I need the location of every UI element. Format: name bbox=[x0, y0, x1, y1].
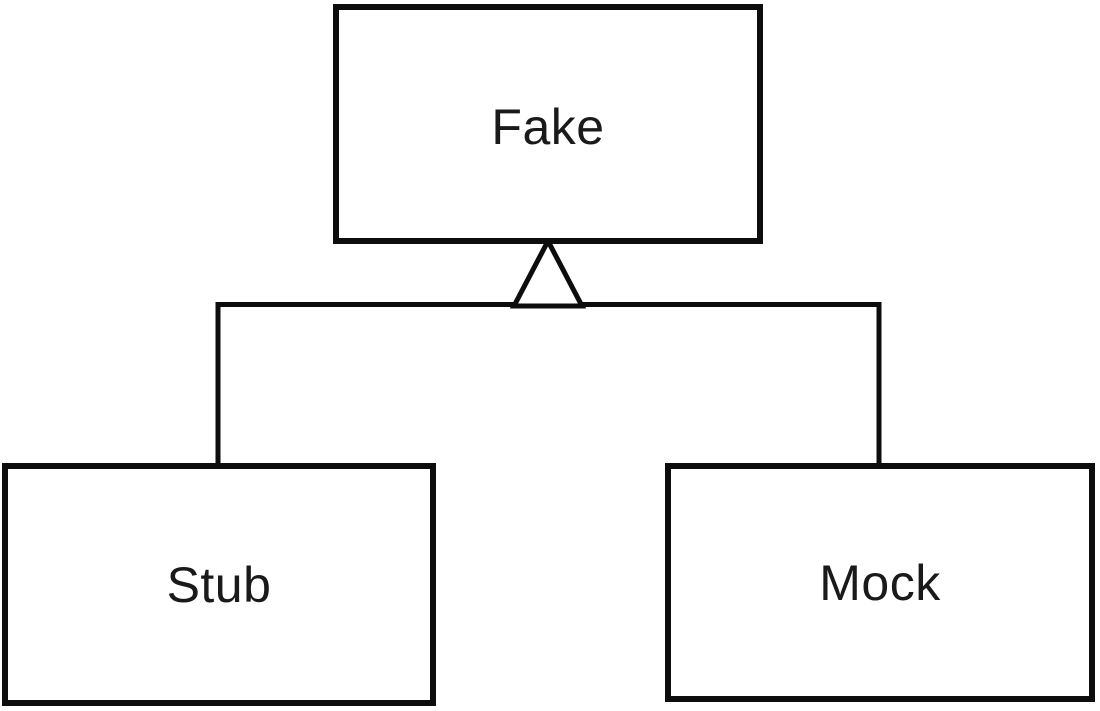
node-mock: Mock bbox=[665, 463, 1095, 702]
node-mock-label: Mock bbox=[819, 554, 941, 611]
node-fake-label: Fake bbox=[491, 99, 605, 155]
node-fake: Fake bbox=[333, 4, 763, 244]
node-stub-label: Stub bbox=[166, 556, 272, 613]
node-stub: Stub bbox=[2, 463, 436, 706]
inheritance-triangle-icon bbox=[509, 235, 587, 309]
